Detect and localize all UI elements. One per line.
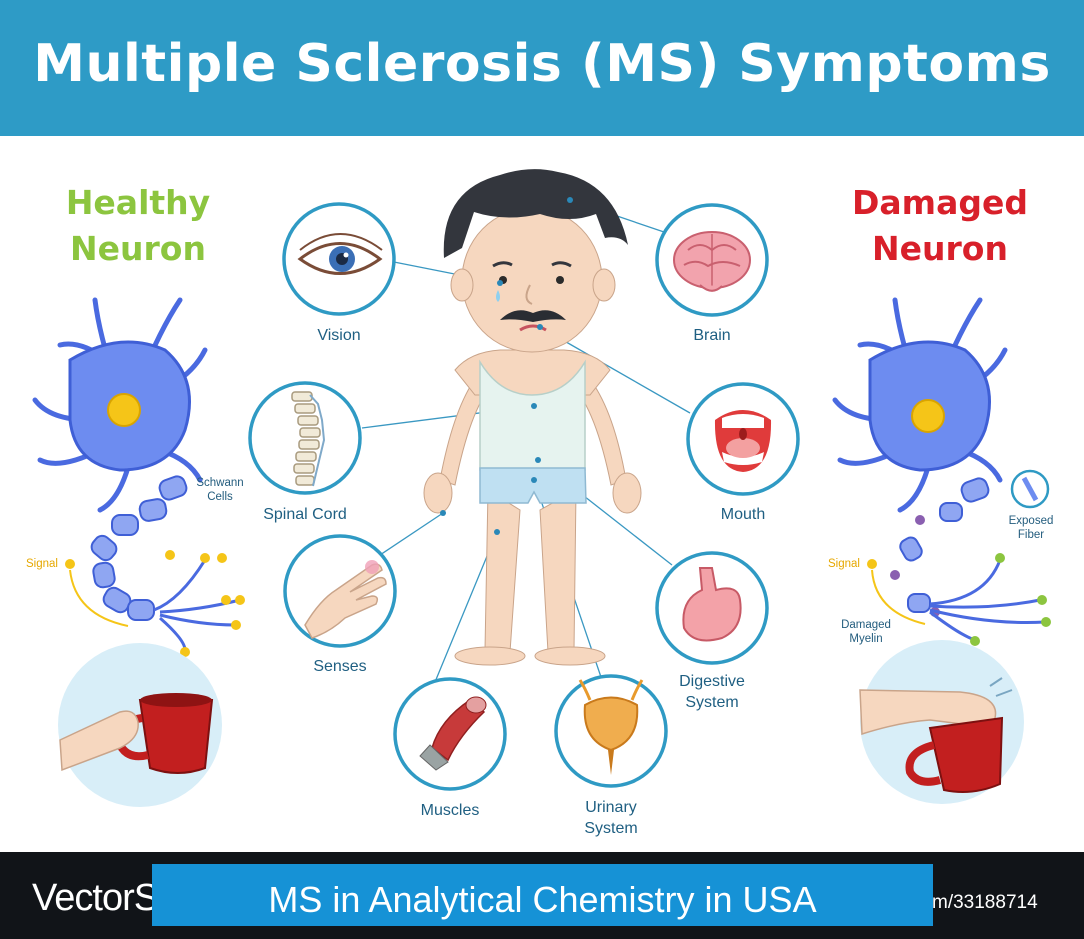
healthy-neuron-heading: Healthy Neuron <box>38 180 238 272</box>
healthy-heading-line1: Healthy <box>65 183 211 222</box>
stomach-icon <box>682 567 742 642</box>
damaged-myelin-label: Damaged Myelin <box>833 618 899 646</box>
eye-icon <box>297 233 383 275</box>
senses-connector <box>379 512 444 556</box>
damaged-neuron-heading: Damaged Neuron <box>840 180 1040 272</box>
spinal-cord-circle <box>248 381 362 495</box>
signal-label-left: Signal <box>26 558 58 570</box>
schwann-line2: Cells <box>207 491 233 503</box>
damaged-neuron <box>832 297 1051 646</box>
brain-icon <box>673 231 751 292</box>
exposed-fiber-label: Exposed Fiber <box>1000 514 1062 542</box>
damaged-heading-line1: Damaged <box>852 183 1028 222</box>
spine-icon <box>291 391 326 487</box>
mouth-icon <box>714 410 772 472</box>
caption-text: MS in Analytical Chemistry in USA <box>268 879 817 920</box>
caption-box <box>152 864 933 926</box>
schwann-cells-label: Schwann Cells <box>185 476 255 504</box>
healthy-heading-line2: Neuron <box>70 229 206 268</box>
watermark-brand: VectorS <box>32 877 159 919</box>
exposed-line2: Fiber <box>1017 529 1045 541</box>
boy-figure <box>423 169 642 666</box>
urinary-label: Urinary System <box>546 797 676 839</box>
damaged-myelin-line1: Damaged <box>841 619 891 631</box>
mouth-label: Mouth <box>720 506 766 523</box>
damaged-heading-line2: Neuron <box>872 229 1008 268</box>
bladder-icon <box>578 679 644 775</box>
digestive-label: Digestive System <box>647 671 777 713</box>
brain-label: Brain <box>693 327 731 344</box>
page-title: Multiple Sclerosis (MS) Symptoms <box>33 34 1051 94</box>
digestive-label-line1: Digestive <box>679 673 745 690</box>
damaged-myelin-line2: Myelin <box>849 633 883 645</box>
connector-dots <box>440 197 573 535</box>
watermark-url: m/33188714 <box>932 892 1038 913</box>
muscle-icon <box>419 696 487 771</box>
senses-label: Senses <box>313 658 367 675</box>
exposed-line1: Exposed <box>1008 515 1054 527</box>
title-banner <box>0 0 1084 136</box>
signal-label-right: Signal <box>828 558 860 570</box>
urinary-label-line2: System <box>584 820 638 837</box>
hand-icon <box>304 560 387 639</box>
digestive-label-line2: System <box>685 694 739 711</box>
muscles-label: Muscles <box>420 802 480 819</box>
spinal-cord-label: Spinal Cord <box>263 506 347 523</box>
healthy-neuron <box>32 297 245 657</box>
urinary-label-line1: Urinary <box>585 799 637 816</box>
healthy-cup-icon <box>59 693 214 774</box>
damaged-cup-icon <box>859 677 1013 793</box>
schwann-line1: Schwann <box>196 477 244 489</box>
vision-label: Vision <box>317 327 361 344</box>
